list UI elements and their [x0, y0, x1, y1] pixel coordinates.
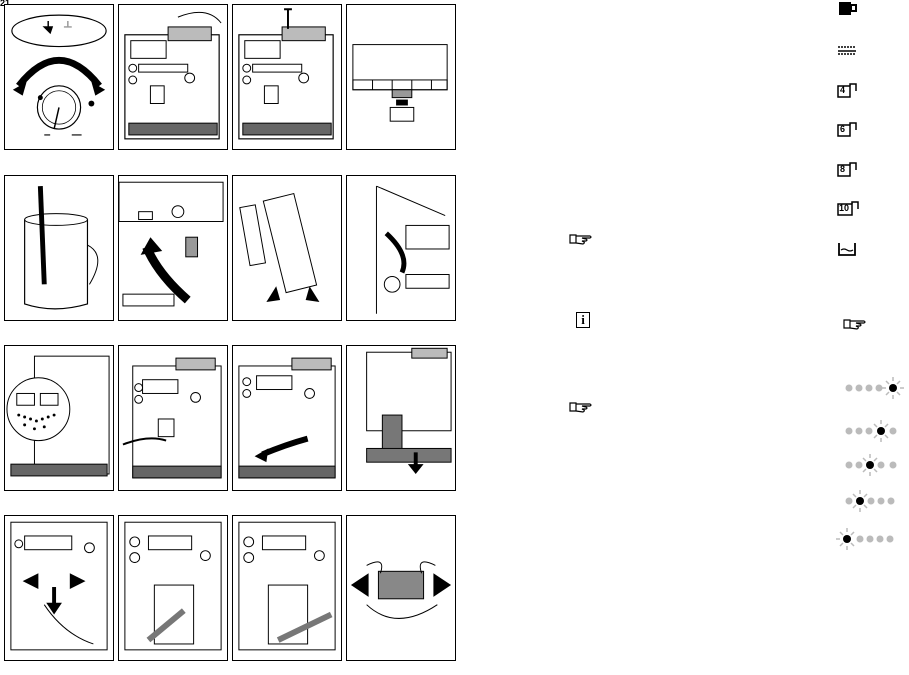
- led-sequence: [843, 376, 907, 400]
- filter-size-label: 6: [840, 124, 846, 134]
- led-sequence: [843, 489, 907, 513]
- filter-size-label: 4: [840, 85, 846, 95]
- water-tank-illustration: [375, 185, 450, 314]
- figure-32: 32: [4, 515, 114, 661]
- dial-closeup-illustration: [6, 355, 110, 477]
- figure-26: 26: [232, 175, 342, 321]
- water-tank-icon: [836, 240, 860, 258]
- info-icon: i: [576, 312, 590, 328]
- figure-27: 27: [346, 175, 456, 321]
- filter-size-icon: 4: [836, 82, 860, 100]
- filter-size-icon: 10: [836, 200, 860, 218]
- figure-20: 20: [4, 4, 114, 150]
- machine-knob-illustration: [238, 8, 334, 140]
- drip-tray-removal-illustration: [366, 347, 452, 474]
- brew-unit-removal-illustration: [10, 521, 108, 651]
- filter-size-icon: 6: [836, 121, 860, 139]
- machine-lid-illustration: [124, 11, 222, 140]
- filter-size-label: 8: [840, 164, 846, 174]
- led-sequence-graphic: [845, 377, 904, 399]
- led-sequence: [843, 453, 907, 477]
- milk-jug-illustration: [24, 186, 99, 310]
- filter-size-label: 10: [839, 203, 850, 213]
- nozzle-removal-illustration: [119, 181, 224, 307]
- filter-cartridge-illustration: [239, 192, 320, 302]
- brush-cleaning-illustration: [124, 521, 222, 651]
- pointing-hand-icon: [568, 399, 594, 415]
- grinder-dial-illustration: [11, 14, 107, 136]
- figure-31: 31: [346, 345, 456, 491]
- cup-icon: [836, 0, 860, 18]
- grounds-icon: [836, 41, 860, 59]
- control-panel-illustration: [352, 44, 448, 122]
- door-open-illustration: [238, 357, 336, 479]
- figure-22: 22: [232, 4, 342, 150]
- figure-30: 30: [232, 345, 342, 491]
- figure-23: 23: [346, 4, 456, 150]
- figure-34: 34: [232, 515, 342, 661]
- pointing-hand-icon: [842, 316, 868, 332]
- figure-29: 29: [118, 345, 228, 491]
- filter-size-icon: 8: [836, 161, 860, 179]
- figure-25: 25: [118, 175, 228, 321]
- led-sequence: [834, 527, 906, 551]
- figure-35: 35: [346, 515, 456, 661]
- figure-33: 33: [118, 515, 228, 661]
- brush-cleaning-illustration-2: [238, 521, 336, 651]
- figure-24: 24: [4, 175, 114, 321]
- pointing-hand-icon: [568, 231, 594, 247]
- dispenser-adjust-illustration: [122, 357, 222, 479]
- figure-21: 21: [118, 4, 228, 150]
- brew-unit-hands-illustration: [350, 561, 452, 619]
- figure-grid: 20 21 22: [4, 4, 456, 661]
- led-sequence: [843, 419, 907, 443]
- figure-28: 28: [4, 345, 114, 491]
